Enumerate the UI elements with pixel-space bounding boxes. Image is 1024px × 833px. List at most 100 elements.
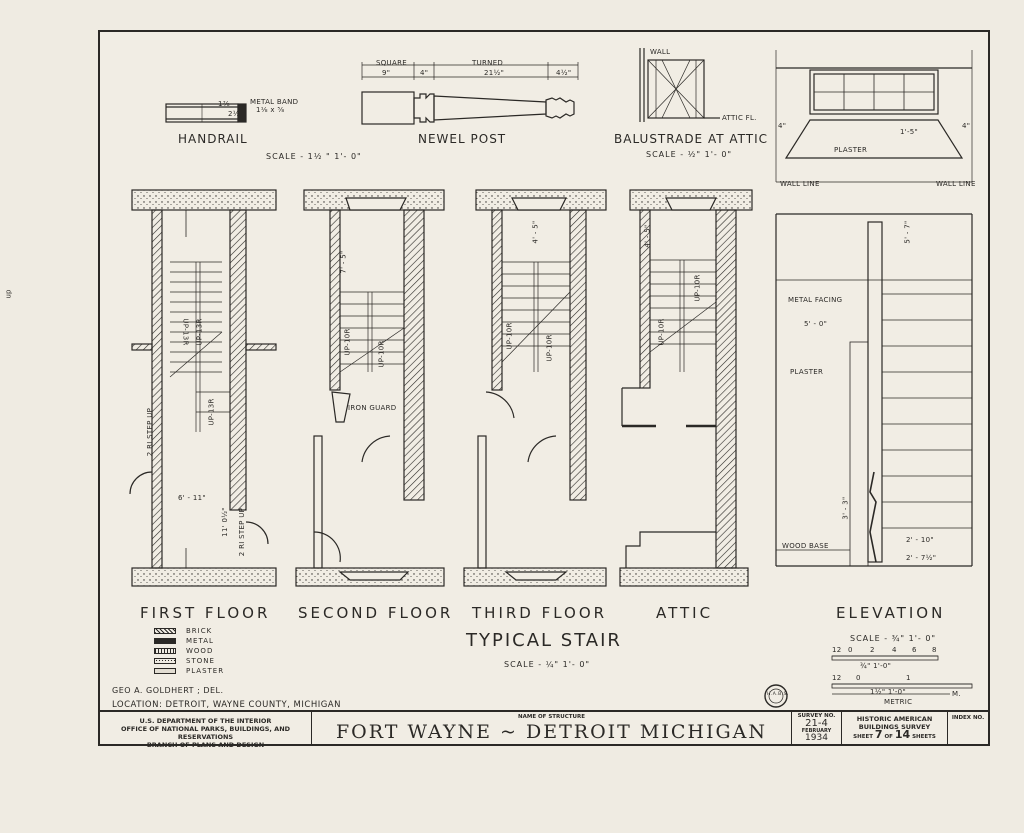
balustrade-scale: SCALE - ½" 1'- 0"	[646, 150, 733, 159]
window-dim: 4"	[778, 122, 787, 130]
drawing-sheet: HANDRAIL METAL BAND 1⅛ x ⅝ 1⅞ 2½ NEWEL P…	[98, 30, 990, 749]
agency-cell: U.S. DEPARTMENT OF THE INTERIOR OFFICE O…	[100, 712, 312, 749]
plan-note: UP-10R	[377, 340, 386, 368]
agency-line: U.S. DEPARTMENT OF THE INTERIOR	[139, 717, 272, 725]
balustrade-detail	[639, 48, 720, 122]
scale-b: 1½" 1'-0"	[870, 688, 906, 696]
scale-tick: 6	[912, 646, 917, 654]
plan-note: 2 RI STEP UP	[146, 407, 155, 457]
plan-note: UP-10R	[545, 334, 554, 362]
margin-mark: up	[4, 289, 13, 299]
habs-cell: HISTORIC AMERICAN BUILDINGS SURVEY SHEET…	[842, 712, 948, 746]
elevation-note: PLASTER	[790, 368, 824, 376]
structure-label: NAME OF STRUCTURE	[517, 714, 585, 720]
wood-swatch	[154, 648, 176, 654]
balustrade-note: ATTIC FL.	[722, 114, 757, 122]
plan-note: UP-10R	[505, 322, 514, 350]
brick-swatch	[154, 628, 176, 634]
survey-label: SURVEY NO.	[797, 713, 836, 719]
survey-month: FEBRUARY	[801, 728, 832, 734]
legend-brick: BRICK	[154, 627, 212, 635]
third-floor-label: THIRD FLOOR	[472, 604, 608, 622]
title-block: U.S. DEPARTMENT OF THE INTERIOR OFFICE O…	[100, 710, 988, 749]
plan-dim: 4' - 5"	[643, 224, 652, 248]
plan-note: UP-10R	[343, 328, 352, 356]
newel-dim: 4"	[420, 69, 429, 77]
scale-tick: 0	[856, 674, 861, 682]
newel-post-title: NEWEL POST	[418, 132, 507, 146]
habs-line: HISTORIC AMERICAN	[856, 715, 933, 723]
attic-plan	[619, 189, 753, 587]
elevation-note: WOOD BASE	[782, 542, 829, 550]
habs-stamp	[764, 684, 788, 708]
legend-label: STONE	[186, 657, 215, 665]
handrail-detail	[165, 103, 247, 123]
structure-cell: NAME OF STRUCTURE FORT WAYNE ~ DETROIT M…	[312, 712, 792, 746]
graphic-scale	[831, 655, 973, 695]
handrail-note: METAL BAND	[250, 98, 299, 106]
newel-post-detail	[361, 62, 579, 125]
scale-tick: 12	[832, 646, 842, 654]
plan-note: UP-13R	[181, 318, 190, 346]
legend-plaster: PLASTER	[154, 667, 224, 675]
balustrade-note: WALL	[650, 48, 671, 56]
legend-stone: STONE	[154, 657, 215, 665]
agency-line: OFFICE OF NATIONAL PARKS, BUILDINGS, AND…	[120, 725, 291, 741]
newel-dim: 21½"	[484, 69, 505, 77]
handrail-note-dim: 1⅛ x ⅝	[256, 106, 285, 114]
plan-note: UP-13R	[207, 398, 216, 426]
window-dim: 4"	[962, 122, 971, 130]
index-cell: INDEX NO.	[948, 712, 988, 746]
elevation-dim: 5' - 7"	[903, 220, 912, 244]
newel-dim-label: SQUARE	[376, 59, 407, 67]
of-word: OF	[884, 734, 893, 740]
legend-label: BRICK	[186, 627, 213, 635]
second-floor-plan	[295, 189, 445, 587]
typical-stair-scale: SCALE - ¼" 1'- 0"	[504, 660, 591, 669]
window-note: WALL LINE	[936, 180, 976, 188]
survey-no: 21-4	[805, 718, 828, 729]
window-dim: 1'-5"	[900, 128, 919, 136]
legend-label: PLASTER	[186, 667, 225, 675]
first-floor-plan	[129, 189, 277, 587]
stair-elevation	[775, 213, 973, 567]
sheet-no: 7	[874, 728, 883, 741]
plan-dim: 7' - 5"	[339, 250, 348, 274]
legend-label: WOOD	[186, 647, 214, 655]
scale-a: ¾" 1'-0"	[860, 662, 892, 670]
attic-label: ATTIC	[656, 604, 714, 622]
scale-tick: 2	[870, 646, 875, 654]
plan-dim: 11' 0½"	[220, 507, 229, 537]
window-elevation-detail	[775, 50, 973, 183]
handrail-title: HANDRAIL	[178, 132, 248, 146]
structure-name: FORT WAYNE ~ DETROIT MICHIGAN	[336, 721, 767, 743]
stone-swatch	[154, 658, 176, 664]
sheet-count: SHEET 7 OF 14 SHEETS	[842, 728, 947, 741]
plan-dim: 4' - 5"	[531, 220, 540, 244]
balustrade-title: BALUSTRADE AT ATTIC	[614, 132, 769, 146]
newel-dim: 9"	[382, 69, 391, 77]
scale-tick: 8	[932, 646, 937, 654]
newel-dim: 4½"	[556, 69, 572, 77]
sheet-word: SHEET	[853, 734, 873, 740]
newel-dim-label: TURNED	[472, 59, 504, 67]
elevation-dim: 2' - 7½"	[906, 554, 937, 562]
scale-tick: 0	[848, 646, 853, 654]
elevation-dim: 5' - 0"	[804, 320, 828, 328]
legend-label: METAL	[186, 637, 214, 645]
window-note: WALL LINE	[780, 180, 820, 188]
metric-label: METRIC	[884, 698, 913, 706]
scale-tick: 4	[892, 646, 897, 654]
stamp-text: H.A.B.S.	[767, 692, 789, 697]
metal-swatch	[154, 638, 176, 644]
elevation-dim: 2' - 10"	[906, 536, 934, 544]
plaster-swatch	[154, 668, 176, 674]
window-note: PLASTER	[834, 146, 868, 154]
elevation-label: ELEVATION	[836, 604, 946, 622]
plan-note: IRON GUARD	[348, 404, 397, 412]
scale-tick: 1	[906, 674, 911, 682]
agency-line: BRANCH OF PLANS AND DESIGN	[146, 741, 265, 749]
sheets-word: SHEETS	[912, 734, 936, 740]
scale-unit: M.	[952, 690, 961, 698]
survey-year: 1934	[805, 733, 828, 743]
